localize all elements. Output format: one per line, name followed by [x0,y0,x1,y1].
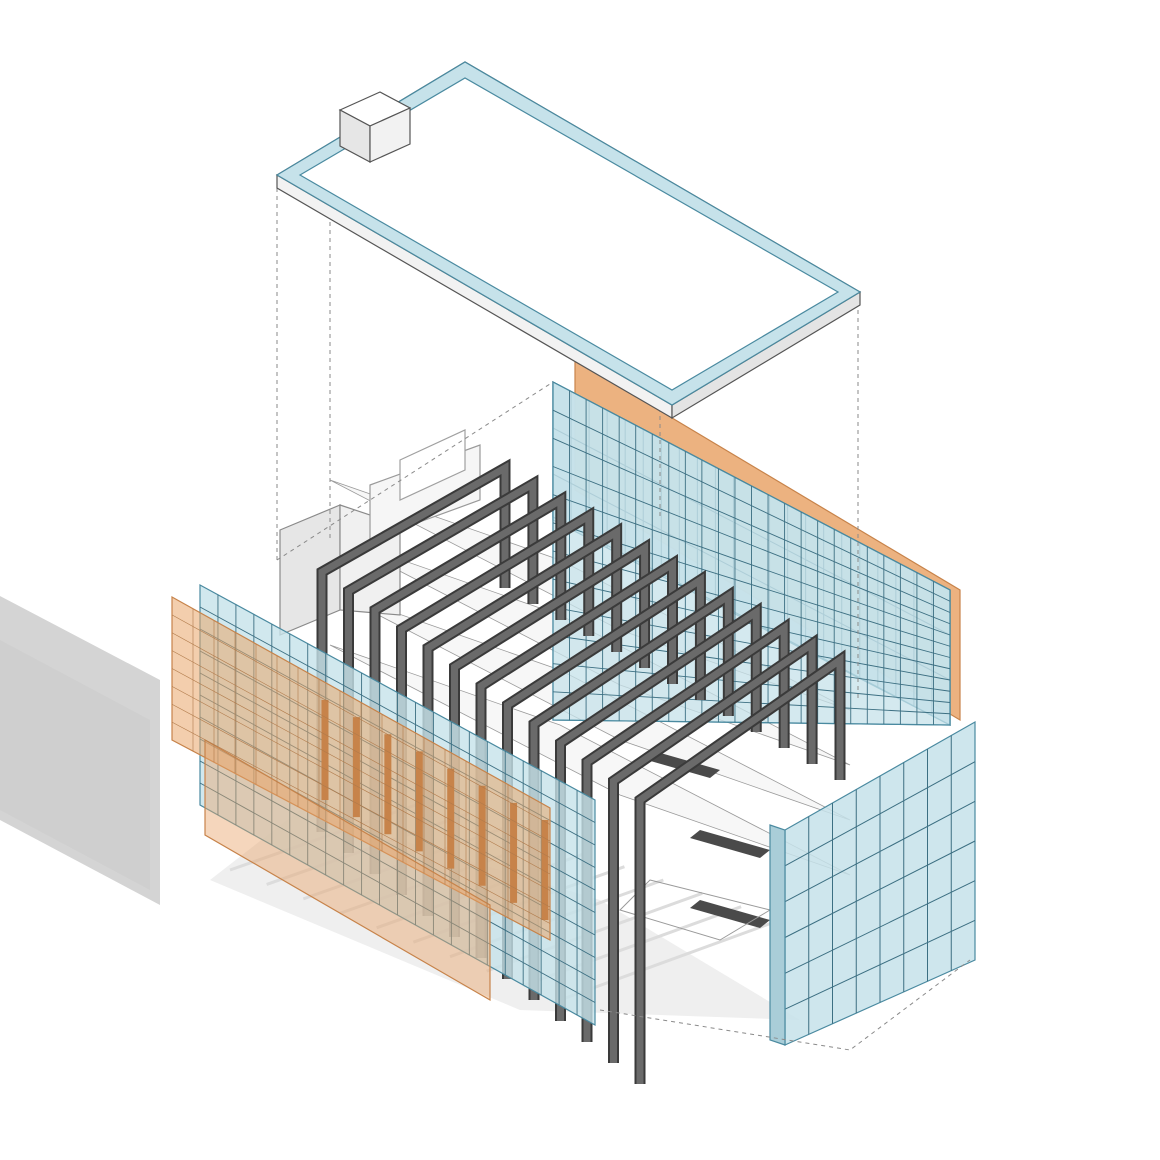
transom [552,409,951,602]
frame-member [636,653,844,1084]
transom [552,437,951,613]
floor-opening [640,750,720,778]
steel-portal-frame [608,633,818,1063]
shadow-stripe [559,918,781,1002]
floor-openings [619,750,772,941]
transom [552,466,951,625]
explode-guide-lines [276,180,971,1051]
transom [171,668,551,875]
transom [171,632,551,842]
glass-facade-back [552,381,951,726]
floor-opening [690,900,770,928]
ground-outline [599,959,971,1051]
roof [275,61,862,420]
steel-portal-frame [634,649,846,1084]
transom [199,606,596,823]
side-wall-edge [769,824,786,1046]
core-parapet [399,429,466,501]
transom [199,760,596,981]
transom [171,703,551,908]
orange-screen-lower [204,738,491,1002]
transom [199,782,596,1003]
explode-guide [276,381,554,561]
transom [784,880,976,974]
orange-fins [321,700,549,920]
transom [784,919,976,1010]
transom [171,721,551,924]
transom [784,840,976,938]
orange-screen-grid [171,608,551,929]
transom [171,614,551,825]
glass-facade-side [769,720,976,1046]
floor-opening [690,830,770,858]
transom [171,650,551,858]
side-wall-grid [784,735,976,1035]
transom [784,800,976,903]
shadow-core [0,640,150,890]
transom [171,686,551,891]
frame-member [610,637,816,1063]
ground-floor-outline [619,879,772,941]
transom [552,494,951,636]
rooftop-box-right [369,107,411,163]
orange-screen-front [171,595,551,1002]
transom [784,761,976,867]
